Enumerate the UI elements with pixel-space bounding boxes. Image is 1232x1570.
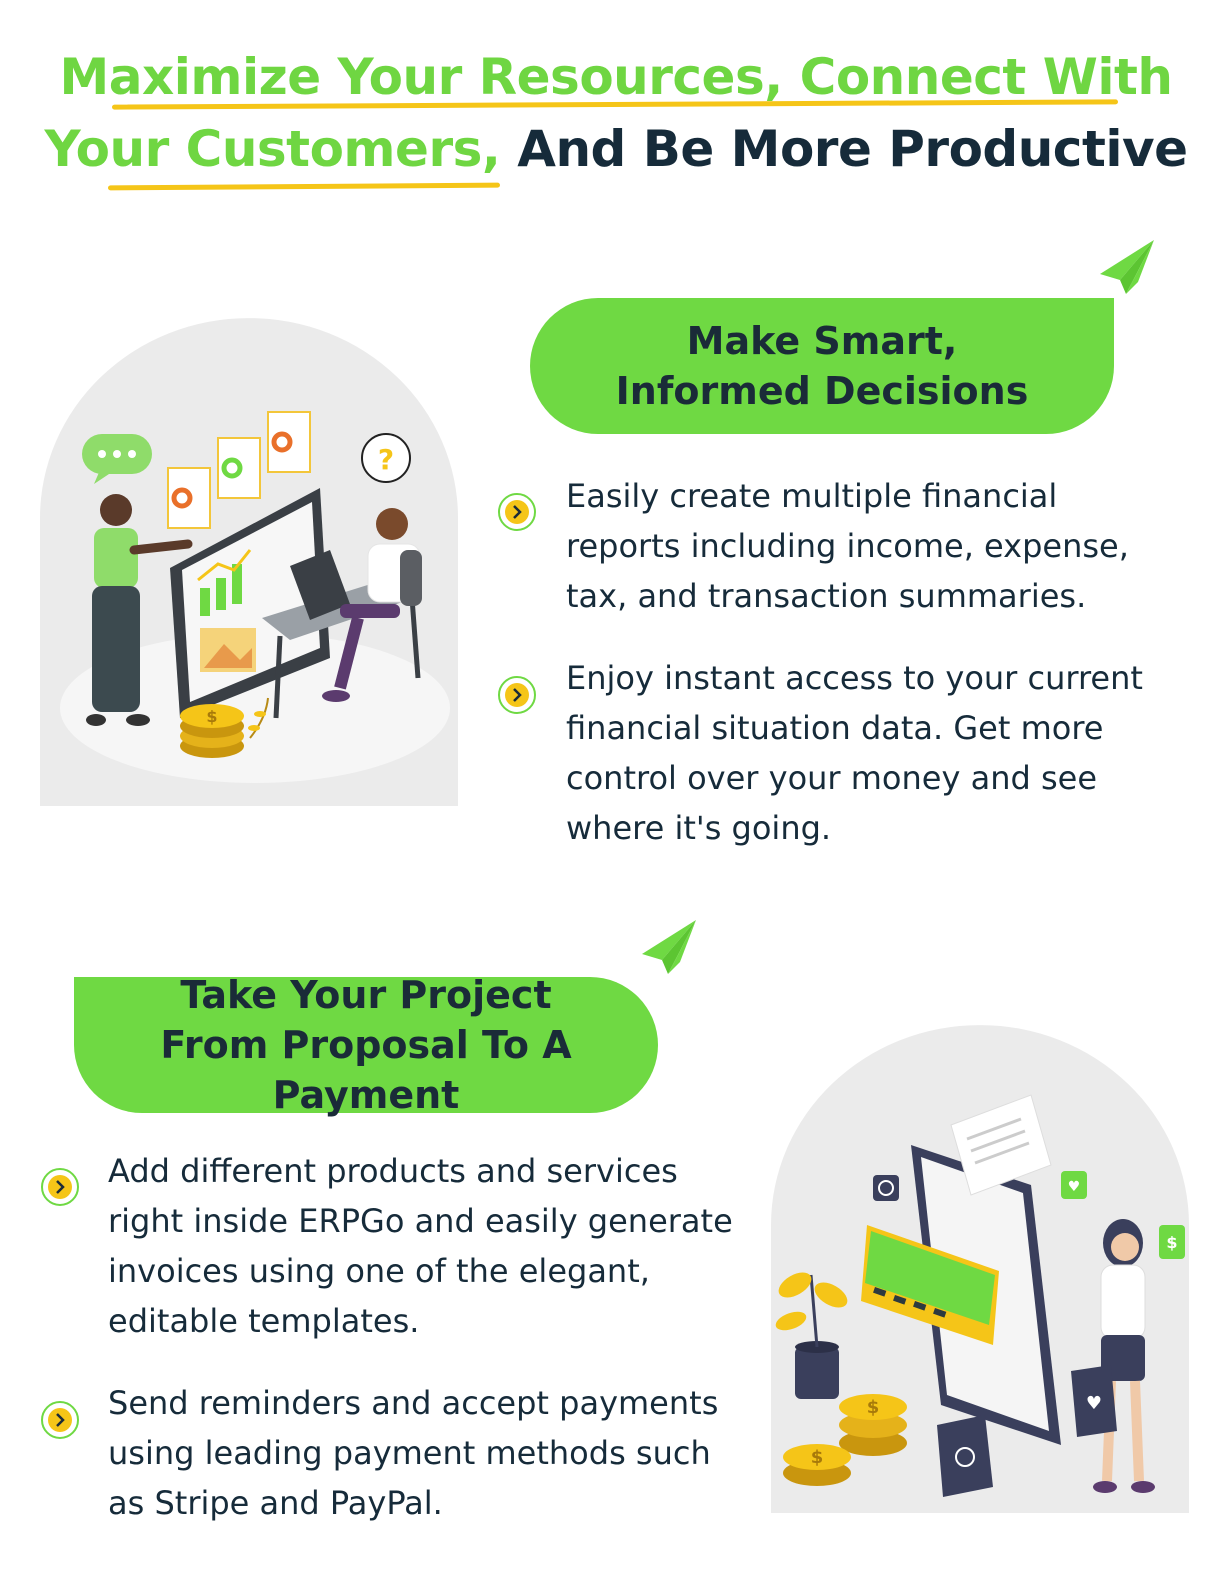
section1-heading-pill: Make Smart, Informed Decisions xyxy=(530,298,1114,434)
bullet-icon xyxy=(498,493,536,531)
paper-plane-icon xyxy=(1100,240,1154,294)
section2-illustration: ♥ $ $ $ ♥ xyxy=(771,1025,1189,1513)
title-line-2-green: Your Customers, xyxy=(44,120,501,178)
section2-bullet-2: Send reminders and accept payments using… xyxy=(108,1384,719,1522)
section2-heading: Take Your Project From Proposal To A Pay… xyxy=(160,973,572,1117)
bullet-icon xyxy=(498,676,536,714)
section2-bullet-1: Add different products and services righ… xyxy=(108,1152,733,1340)
section1-bullet-1: Easily create multiple financial reports… xyxy=(566,477,1129,615)
svg-text:?: ? xyxy=(378,443,394,476)
svg-text:$: $ xyxy=(206,707,217,726)
title-line-1: Maximize Your Resources, Connect With xyxy=(59,48,1173,106)
title-line-2: Your Customers, And Be More Productive xyxy=(0,114,1232,184)
section1-bullet-2: Enjoy instant access to your current fin… xyxy=(566,659,1143,847)
title-line-2-dark: And Be More Productive xyxy=(500,120,1188,178)
svg-text:$: $ xyxy=(867,1397,880,1418)
paper-plane-icon xyxy=(642,920,696,974)
section1-heading: Make Smart, Informed Decisions xyxy=(615,319,1029,413)
svg-text:♥: ♥ xyxy=(1068,1179,1081,1195)
section1-illustration: ? $ xyxy=(40,318,458,806)
svg-text:♥: ♥ xyxy=(1086,1393,1102,1414)
svg-text:$: $ xyxy=(1166,1233,1177,1252)
bullet-icon xyxy=(41,1168,79,1206)
bullet-icon xyxy=(41,1401,79,1439)
section2-heading-pill: Take Your Project From Proposal To A Pay… xyxy=(74,973,658,1117)
svg-text:$: $ xyxy=(811,1447,824,1468)
